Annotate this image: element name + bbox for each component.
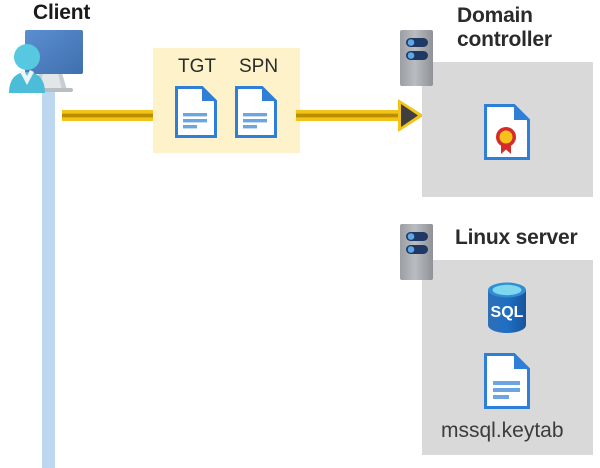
token-highlight-box: TGT SPN <box>153 48 300 153</box>
domain-controller-title: Domain controller <box>457 4 552 51</box>
client-label: Client <box>33 1 91 24</box>
tgt-document-icon <box>175 86 217 138</box>
sql-database-icon: SQL <box>484 281 530 334</box>
certificate-icon <box>484 104 530 160</box>
client-workstation-icon <box>6 27 92 99</box>
svg-text:SQL: SQL <box>491 304 524 321</box>
flow-arrow-head-icon <box>398 99 424 132</box>
flow-arrow-segment-left <box>62 110 157 121</box>
spn-label: SPN <box>239 56 279 77</box>
client-lifeline <box>42 70 55 468</box>
keytab-document-icon <box>484 353 530 409</box>
linux-server-title: Linux server <box>455 226 578 249</box>
keytab-file-label: mssql.keytab <box>441 419 564 442</box>
spn-document-icon <box>235 86 277 138</box>
tgt-label: TGT <box>178 56 216 77</box>
linux-server-server-icon <box>400 224 433 280</box>
flow-arrow-segment-right <box>296 110 406 121</box>
domain-controller-server-icon <box>400 30 433 86</box>
